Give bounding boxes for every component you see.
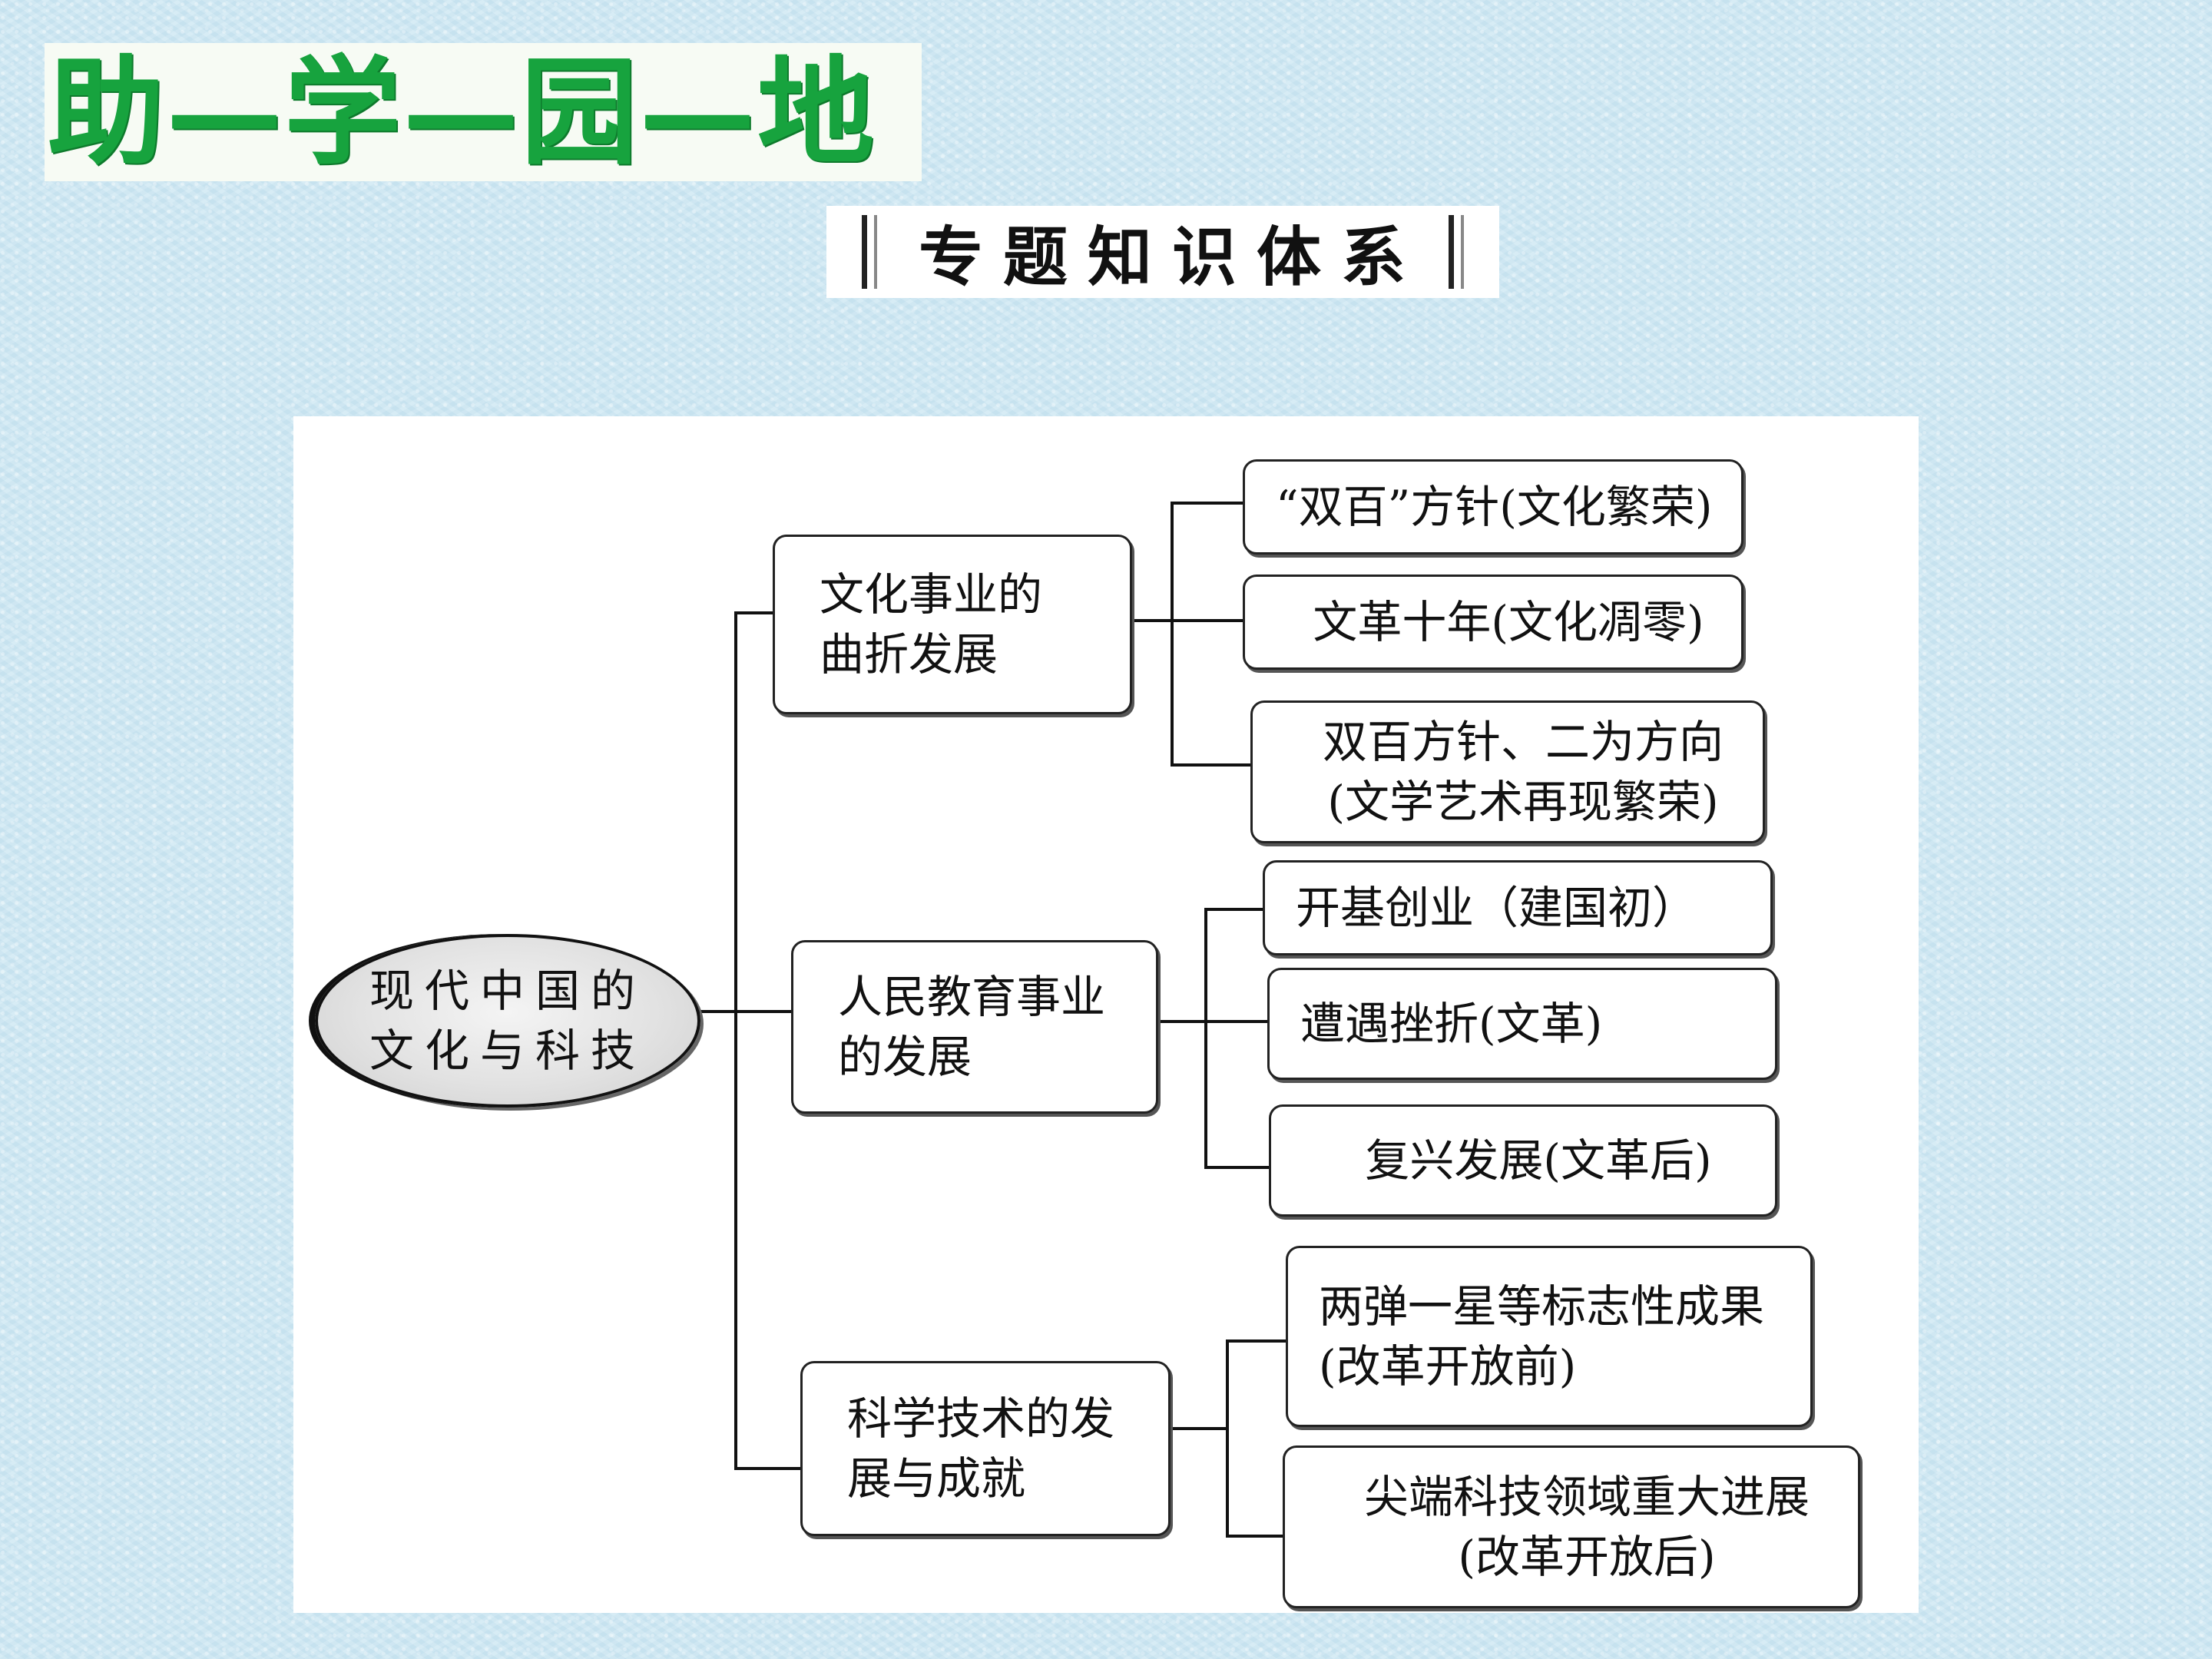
leaf-line: (文学艺术再现繁荣) (1327, 776, 1719, 828)
subtitle-plate: 专题知识体系 (826, 206, 1499, 298)
subtitle-text: 专题知识体系 (918, 219, 1426, 295)
title-banner: 助—学—园—地 (45, 43, 922, 181)
left-bar-decoration (861, 215, 877, 289)
diagram-panel: 现代中国的 文化与科技 文化事业的 曲折发展 人民教育事业 的发展 科学技术的发… (293, 416, 1919, 1613)
leaf-node-culture-3: 双百方针、二为方向 (文学艺术再现繁荣) (1250, 700, 1765, 843)
sub-connector-3 (1169, 1339, 1287, 1538)
branch-node-culture: 文化事业的 曲折发展 (773, 535, 1132, 714)
leaf-line: 复兴发展(文革后) (1365, 1134, 1712, 1187)
leaf-line: 遭遇挫折(文革) (1300, 998, 1603, 1050)
leaf-node-science-2: 尖端科技领域重大进展 (改革开放后) (1283, 1445, 1860, 1608)
root-line: 现代中国的 (369, 965, 646, 1017)
leaf-line: “双百”方针(文化繁荣) (1276, 481, 1713, 533)
branch-node-education: 人民教育事业 的发展 (791, 940, 1158, 1114)
branch-line: 人民教育事业 (838, 971, 1106, 1023)
sub-connector-1 (1129, 502, 1252, 767)
leaf-line: 两弹一星等标志性成果 (1319, 1280, 1765, 1333)
leaf-line: (改革开放前) (1319, 1340, 1577, 1392)
leaf-node-education-3: 复兴发展(文革后) (1269, 1104, 1777, 1217)
leaf-line: 双百方针、二为方向 (1322, 716, 1724, 768)
branch-line: 展与成就 (847, 1452, 1026, 1505)
leaf-node-education-1: 开基创业（建国初） (1263, 860, 1773, 955)
branch-line: 科学技术的发 (847, 1392, 1115, 1445)
banner-title: 助—学—园—地 (48, 43, 876, 180)
connector-lines (699, 502, 1287, 1538)
leaf-line: 文革十年(文化凋零) (1313, 596, 1704, 648)
leaf-node-culture-1: “双百”方针(文化繁荣) (1243, 459, 1743, 555)
branch-line: 文化事业的 (820, 568, 1043, 621)
root-node: 现代中国的 文化与科技 (315, 934, 700, 1108)
root-line: 文化与科技 (369, 1025, 646, 1077)
sub-connector-2 (1157, 908, 1270, 1169)
branch-node-science: 科学技术的发 展与成就 (800, 1361, 1171, 1536)
leaf-node-education-2: 遭遇挫折(文革) (1267, 968, 1777, 1080)
branch-line: 的发展 (838, 1031, 972, 1083)
leaf-line: 开基创业（建国初） (1296, 882, 1697, 934)
right-bar-decoration (1449, 215, 1464, 289)
leaf-node-culture-2: 文革十年(文化凋零) (1243, 575, 1743, 670)
leaf-line: 尖端科技领域重大进展 (1363, 1471, 1810, 1523)
branch-line: 曲折发展 (820, 628, 998, 680)
leaf-line: (改革开放后) (1458, 1531, 1716, 1583)
leaf-node-science-1: 两弹一星等标志性成果 (改革开放前) (1286, 1246, 1813, 1427)
